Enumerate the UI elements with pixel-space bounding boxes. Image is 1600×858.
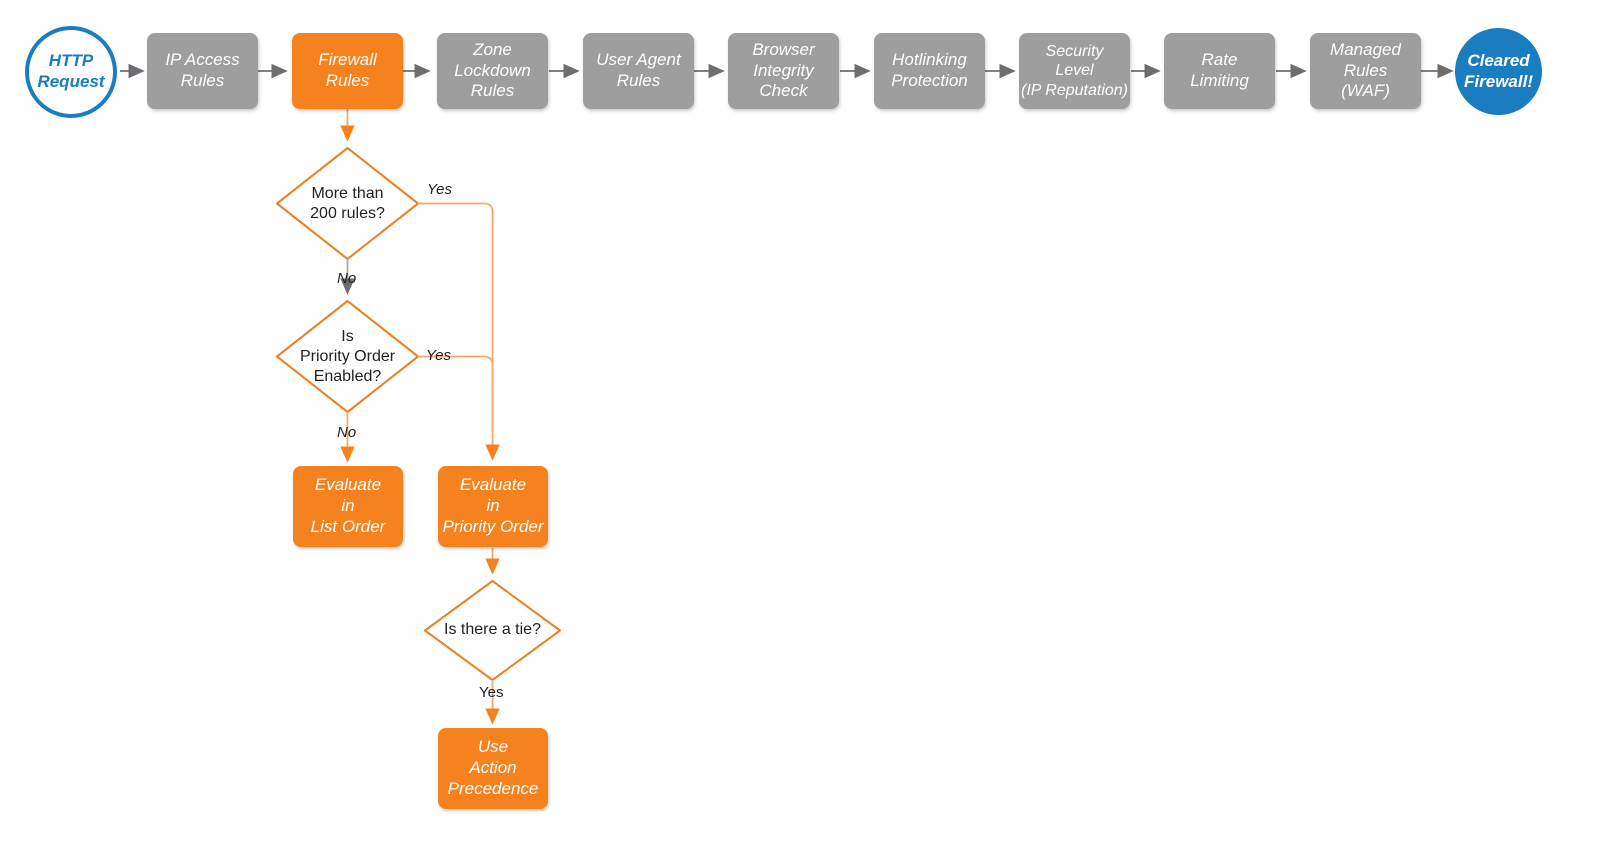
node-zone-lockdown-rules[interactable]: Zone Lockdown Rules	[437, 33, 548, 109]
outcome-evaluate-in-priority-order[interactable]: Evaluate in Priority Order	[438, 466, 548, 547]
start-node-label: HTTP Request	[37, 51, 105, 91]
end-node-label: Cleared Firewall!	[1464, 50, 1533, 91]
edge-yes-200-rules	[418, 202, 500, 461]
node-browser-integrity-check[interactable]: Browser Integrity Check	[728, 33, 839, 109]
node-user-agent-rules[interactable]: User Agent Rules	[583, 33, 694, 109]
end-node-cleared-firewall[interactable]: Cleared Firewall!	[1455, 28, 1542, 115]
edge-label-yes-priority-order: Yes	[426, 347, 452, 364]
node-ip-access-rules[interactable]: IP Access Rules	[147, 33, 258, 109]
start-node-http-request[interactable]: HTTP Request	[25, 26, 117, 118]
node-security-level[interactable]: Security Level (IP Reputation)	[1019, 33, 1130, 109]
edge-yes-priority-order	[418, 355, 494, 430]
node-managed-rules-waf[interactable]: Managed Rules (WAF)	[1310, 33, 1421, 109]
decision-is-priority-order-enabled[interactable]: Is Priority Order Enabled?	[299, 327, 396, 385]
edge-label-no-priority-order: No	[337, 424, 357, 441]
node-rate-limiting[interactable]: Rate Limiting	[1164, 33, 1275, 109]
decision-more-than-200-rules[interactable]: More than 200 rules?	[310, 184, 385, 222]
edge-label-yes-200-rules: Yes	[427, 181, 453, 198]
decision-is-there-a-tie[interactable]: Is there a tie?	[444, 621, 541, 638]
node-hotlinking-protection[interactable]: Hotlinking Protection	[874, 33, 985, 109]
edge-label-no-200-rules: No	[337, 270, 357, 287]
edge-label-yes-tie: Yes	[479, 684, 504, 701]
node-firewall-rules[interactable]: Firewall Rules	[292, 33, 403, 109]
outcome-evaluate-in-list-order[interactable]: Evaluate in List Order	[293, 466, 403, 547]
outcome-use-action-precedence[interactable]: Use Action Precedence	[438, 728, 548, 809]
